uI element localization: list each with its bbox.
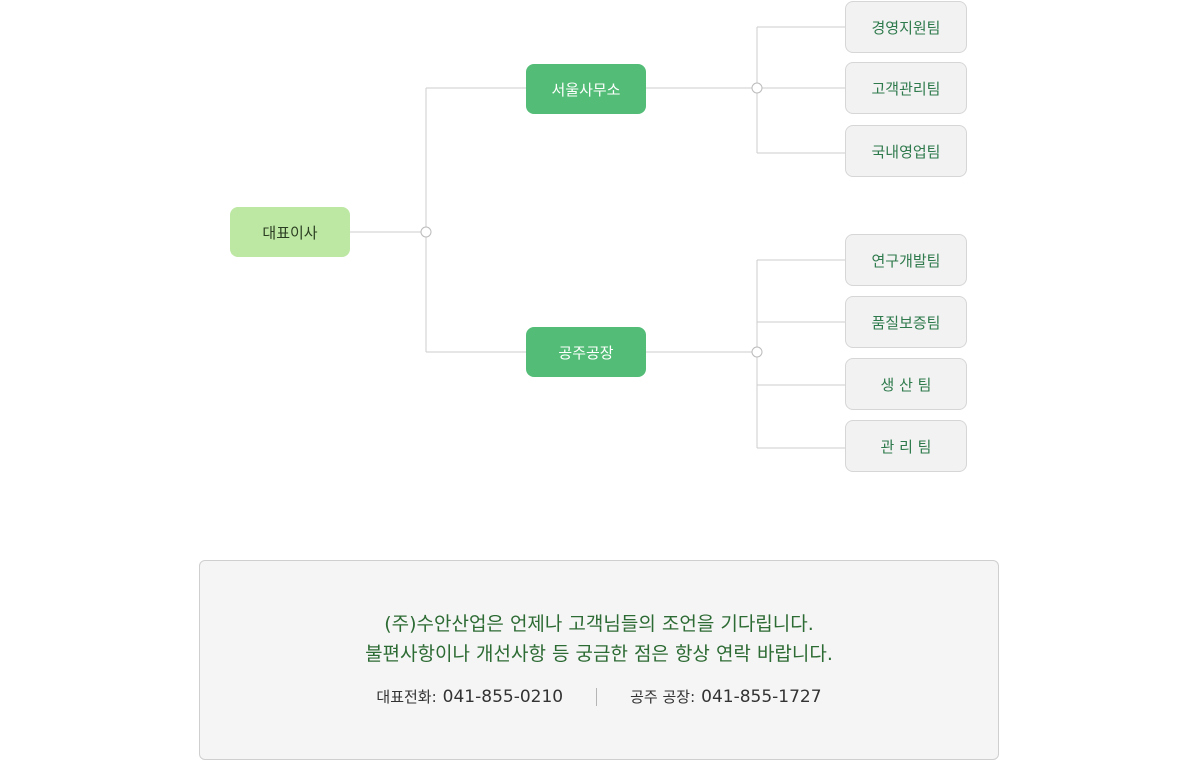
team-label: 국내영업팀 [871, 142, 941, 161]
junction-dot-gongju [751, 346, 763, 358]
junction-dot-seoul [751, 82, 763, 94]
contact-info-box: (주)수안산업은 언제나 고객님들의 조언을 기다립니다. 불편사항이나 개선사… [199, 560, 999, 760]
ceo-node: 대표이사 [230, 207, 350, 257]
info-message-line-1: (주)수안산업은 언제나 고객님들의 조언을 기다립니다. [384, 613, 814, 635]
team-node: 연구개발팀 [845, 234, 967, 286]
factory-phone-number[interactable]: 041-855-1727 [701, 686, 822, 707]
team-node: 경영지원팀 [845, 1, 967, 53]
org-chart-connectors [350, 26, 845, 449]
branch-label: 서울사무소 [551, 80, 621, 99]
main-phone-label: 대표전화: [376, 688, 437, 706]
junction-dot-ceo [420, 226, 432, 238]
contact-row: 대표전화: 041-855-0210 공주 공장: 041-855-1727 [200, 686, 998, 707]
branch-node-gongju: 공주공장 [526, 327, 646, 377]
factory-phone-label: 공주 공장: [630, 688, 696, 706]
main-phone-number[interactable]: 041-855-0210 [442, 686, 564, 707]
team-node: 품질보증팀 [845, 296, 967, 348]
branch-node-seoul: 서울사무소 [526, 64, 646, 114]
team-node: 고객관리팀 [845, 62, 967, 114]
ceo-label: 대표이사 [262, 223, 318, 242]
team-node: 관 리 팀 [845, 420, 967, 472]
branch-label: 공주공장 [558, 343, 614, 362]
team-label: 관 리 팀 [880, 437, 932, 456]
team-label: 경영지원팀 [871, 18, 941, 37]
info-message-line-2: 불편사항이나 개선사항 등 궁금한 점은 항상 연락 바랍니다. [365, 643, 833, 665]
team-label: 고객관리팀 [871, 79, 941, 98]
team-label: 생 산 팀 [880, 375, 932, 394]
contact-divider [596, 687, 598, 706]
team-label: 연구개발팀 [871, 251, 941, 270]
team-node: 생 산 팀 [845, 358, 967, 410]
team-label: 품질보증팀 [871, 313, 941, 332]
team-node: 국내영업팀 [845, 125, 967, 177]
